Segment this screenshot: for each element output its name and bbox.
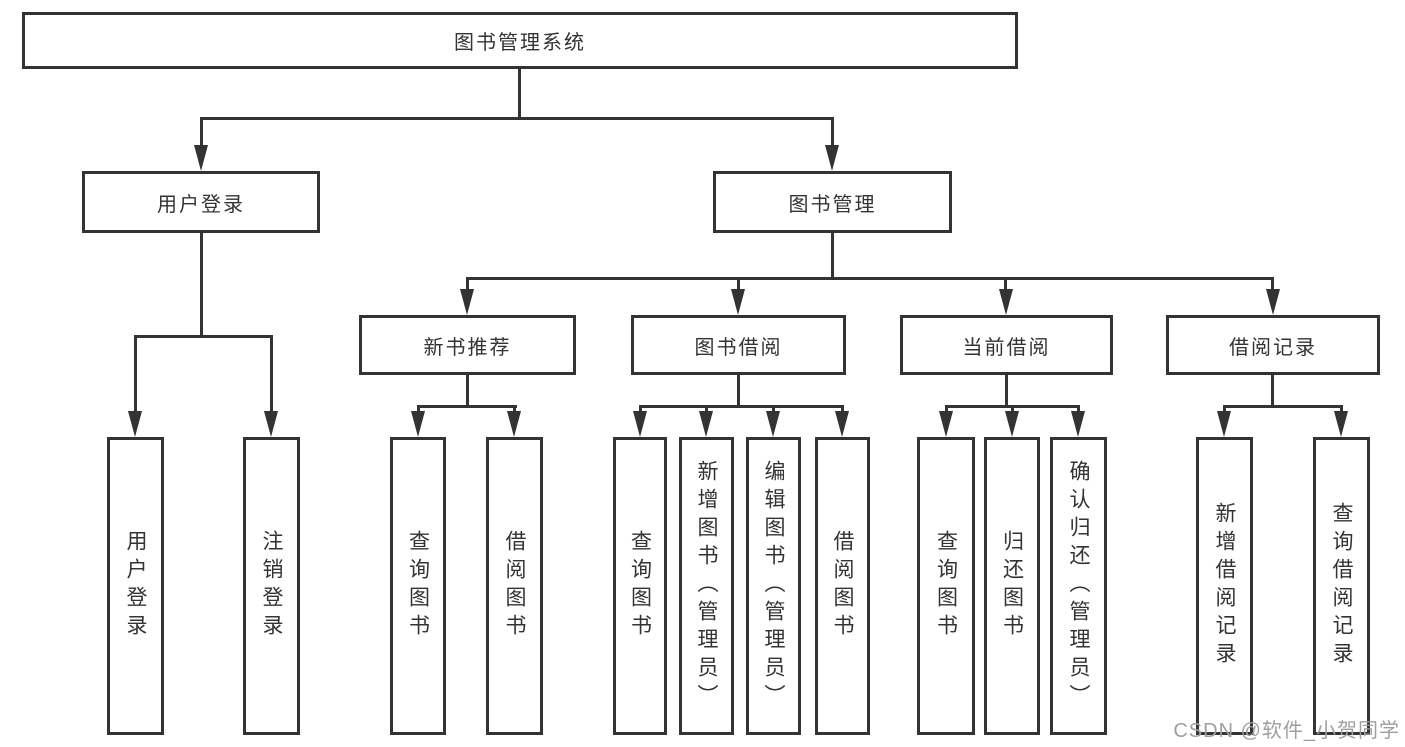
leaf-rec-borrow-books: 借阅图书 <box>486 437 543 735</box>
arrow-down-icon <box>411 411 425 437</box>
leaf-cb-query-books-label: 查询图书 <box>934 530 958 642</box>
node-new-book-recommend: 新书推荐 <box>359 315 576 375</box>
arrow-down-icon <box>1217 411 1231 437</box>
connector-records-arm <box>1223 405 1226 415</box>
connector-userlogin-arm <box>270 335 273 413</box>
connector-bookborrow-arm <box>639 405 642 415</box>
connector-bookborrow-arm <box>705 405 708 415</box>
leaf-cb-query-books: 查询图书 <box>917 437 975 735</box>
connector-records-stem <box>1271 375 1274 407</box>
leaf-bb-edit-books-admin: 编辑图书（管理员） <box>746 437 801 735</box>
node-borrow-records-label: 借阅记录 <box>1229 336 1317 359</box>
leaf-br-query-record: 查询借阅记录 <box>1313 437 1370 735</box>
connector-newrec-split <box>417 405 517 408</box>
arrow-down-icon <box>194 145 208 171</box>
connector-currentborrow-arm <box>945 405 948 415</box>
leaf-bb-add-books-admin: 新增图书（管理员） <box>679 437 734 735</box>
leaf-br-add-record-label: 新增借阅记录 <box>1213 502 1236 670</box>
arrow-down-icon <box>128 411 142 437</box>
connector-bookborrow-arm <box>772 405 775 415</box>
leaf-user-login: 用户登录 <box>107 437 164 735</box>
leaf-cb-confirm-return-admin-label: 确认归还（管理员） <box>1067 460 1090 712</box>
arrow-down-icon <box>507 411 521 437</box>
connector-userlogin-arm <box>134 335 137 413</box>
leaf-bb-edit-books-admin-label: 编辑图书（管理员） <box>762 460 785 712</box>
node-current-borrow: 当前借阅 <box>900 315 1113 375</box>
node-book-management-label: 图书管理 <box>788 193 877 216</box>
arrow-down-icon <box>460 289 474 315</box>
node-book-management: 图书管理 <box>713 171 952 233</box>
leaf-bb-add-books-admin-label: 新增图书（管理员） <box>695 460 718 712</box>
arrow-down-icon <box>731 289 745 315</box>
node-user-login-label: 用户登录 <box>157 193 245 216</box>
connector-newrec-arm <box>417 405 420 415</box>
leaf-rec-borrow-books-label: 借阅图书 <box>503 530 526 642</box>
connector-bookmgmt-arm <box>1004 277 1007 291</box>
leaf-cb-confirm-return-admin: 确认归还（管理员） <box>1050 437 1107 735</box>
connector-bookborrow-split <box>639 405 844 408</box>
leaf-logout: 注销登录 <box>243 437 300 735</box>
connector-records-arm <box>1340 405 1343 415</box>
connector-currentborrow-arm <box>1011 405 1014 415</box>
connector-bookborrow-stem <box>737 375 740 407</box>
arrow-down-icon <box>699 411 713 437</box>
node-user-login: 用户登录 <box>82 171 320 233</box>
connector-currentborrow-arm <box>1077 405 1080 415</box>
arrow-down-icon <box>1334 411 1348 437</box>
arrow-down-icon <box>939 411 953 437</box>
arrow-down-icon <box>1266 289 1280 315</box>
arrow-down-icon <box>633 411 647 437</box>
node-current-borrow-label: 当前借阅 <box>962 336 1051 359</box>
leaf-rec-query-books-label: 查询图书 <box>406 530 430 642</box>
arrow-down-icon <box>264 411 278 437</box>
leaf-cb-return-books: 归还图书 <box>984 437 1040 735</box>
connector-bookmgmt-arm <box>737 277 740 291</box>
connector-userlogin-split <box>134 335 273 338</box>
connector-bookmgmt-arm <box>1271 277 1274 291</box>
arrow-down-icon <box>766 411 780 437</box>
connector-root-arm-right <box>831 117 834 147</box>
leaf-user-login-label: 用户登录 <box>124 530 147 642</box>
leaf-br-add-record: 新增借阅记录 <box>1196 437 1253 735</box>
node-borrow-records: 借阅记录 <box>1166 315 1380 375</box>
arrow-down-icon <box>825 145 839 171</box>
leaf-bb-borrow-books-label: 借阅图书 <box>831 530 854 642</box>
leaf-bb-borrow-books: 借阅图书 <box>815 437 870 735</box>
leaf-rec-query-books: 查询图书 <box>390 437 446 735</box>
connector-newrec-stem <box>466 375 469 407</box>
connector-bookmgmt-split <box>466 277 1274 280</box>
leaf-br-query-record-label: 查询借阅记录 <box>1330 502 1353 670</box>
leaf-logout-label: 注销登录 <box>260 530 283 642</box>
arrow-down-icon <box>999 289 1013 315</box>
arrow-down-icon <box>1071 411 1085 437</box>
connector-userlogin-stem <box>200 233 203 337</box>
connector-root-arm-left <box>200 117 203 147</box>
connector-bookmgmt-stem <box>831 233 834 279</box>
leaf-bb-query-books-label: 查询图书 <box>628 530 652 642</box>
leaf-cb-return-books-label: 归还图书 <box>1000 530 1024 642</box>
connector-currentborrow-stem <box>1005 375 1008 407</box>
connector-root-split <box>200 117 834 120</box>
node-root-label: 图书管理系统 <box>454 32 586 54</box>
connector-newrec-arm <box>513 405 516 415</box>
leaf-bb-query-books: 查询图书 <box>613 437 667 735</box>
csdn-watermark: CSDN @软件_小贺同学 <box>1173 720 1400 742</box>
node-book-borrow-label: 图书借阅 <box>694 336 783 359</box>
arrow-down-icon <box>835 411 849 437</box>
connector-root-stem <box>518 69 521 119</box>
node-new-book-recommend-label: 新书推荐 <box>423 336 512 359</box>
connector-bookmgmt-arm <box>466 277 469 291</box>
arrow-down-icon <box>1005 411 1019 437</box>
node-book-borrow: 图书借阅 <box>631 315 846 375</box>
node-root: 图书管理系统 <box>22 12 1018 69</box>
connector-bookborrow-arm <box>841 405 844 415</box>
connector-records-split <box>1223 405 1343 408</box>
